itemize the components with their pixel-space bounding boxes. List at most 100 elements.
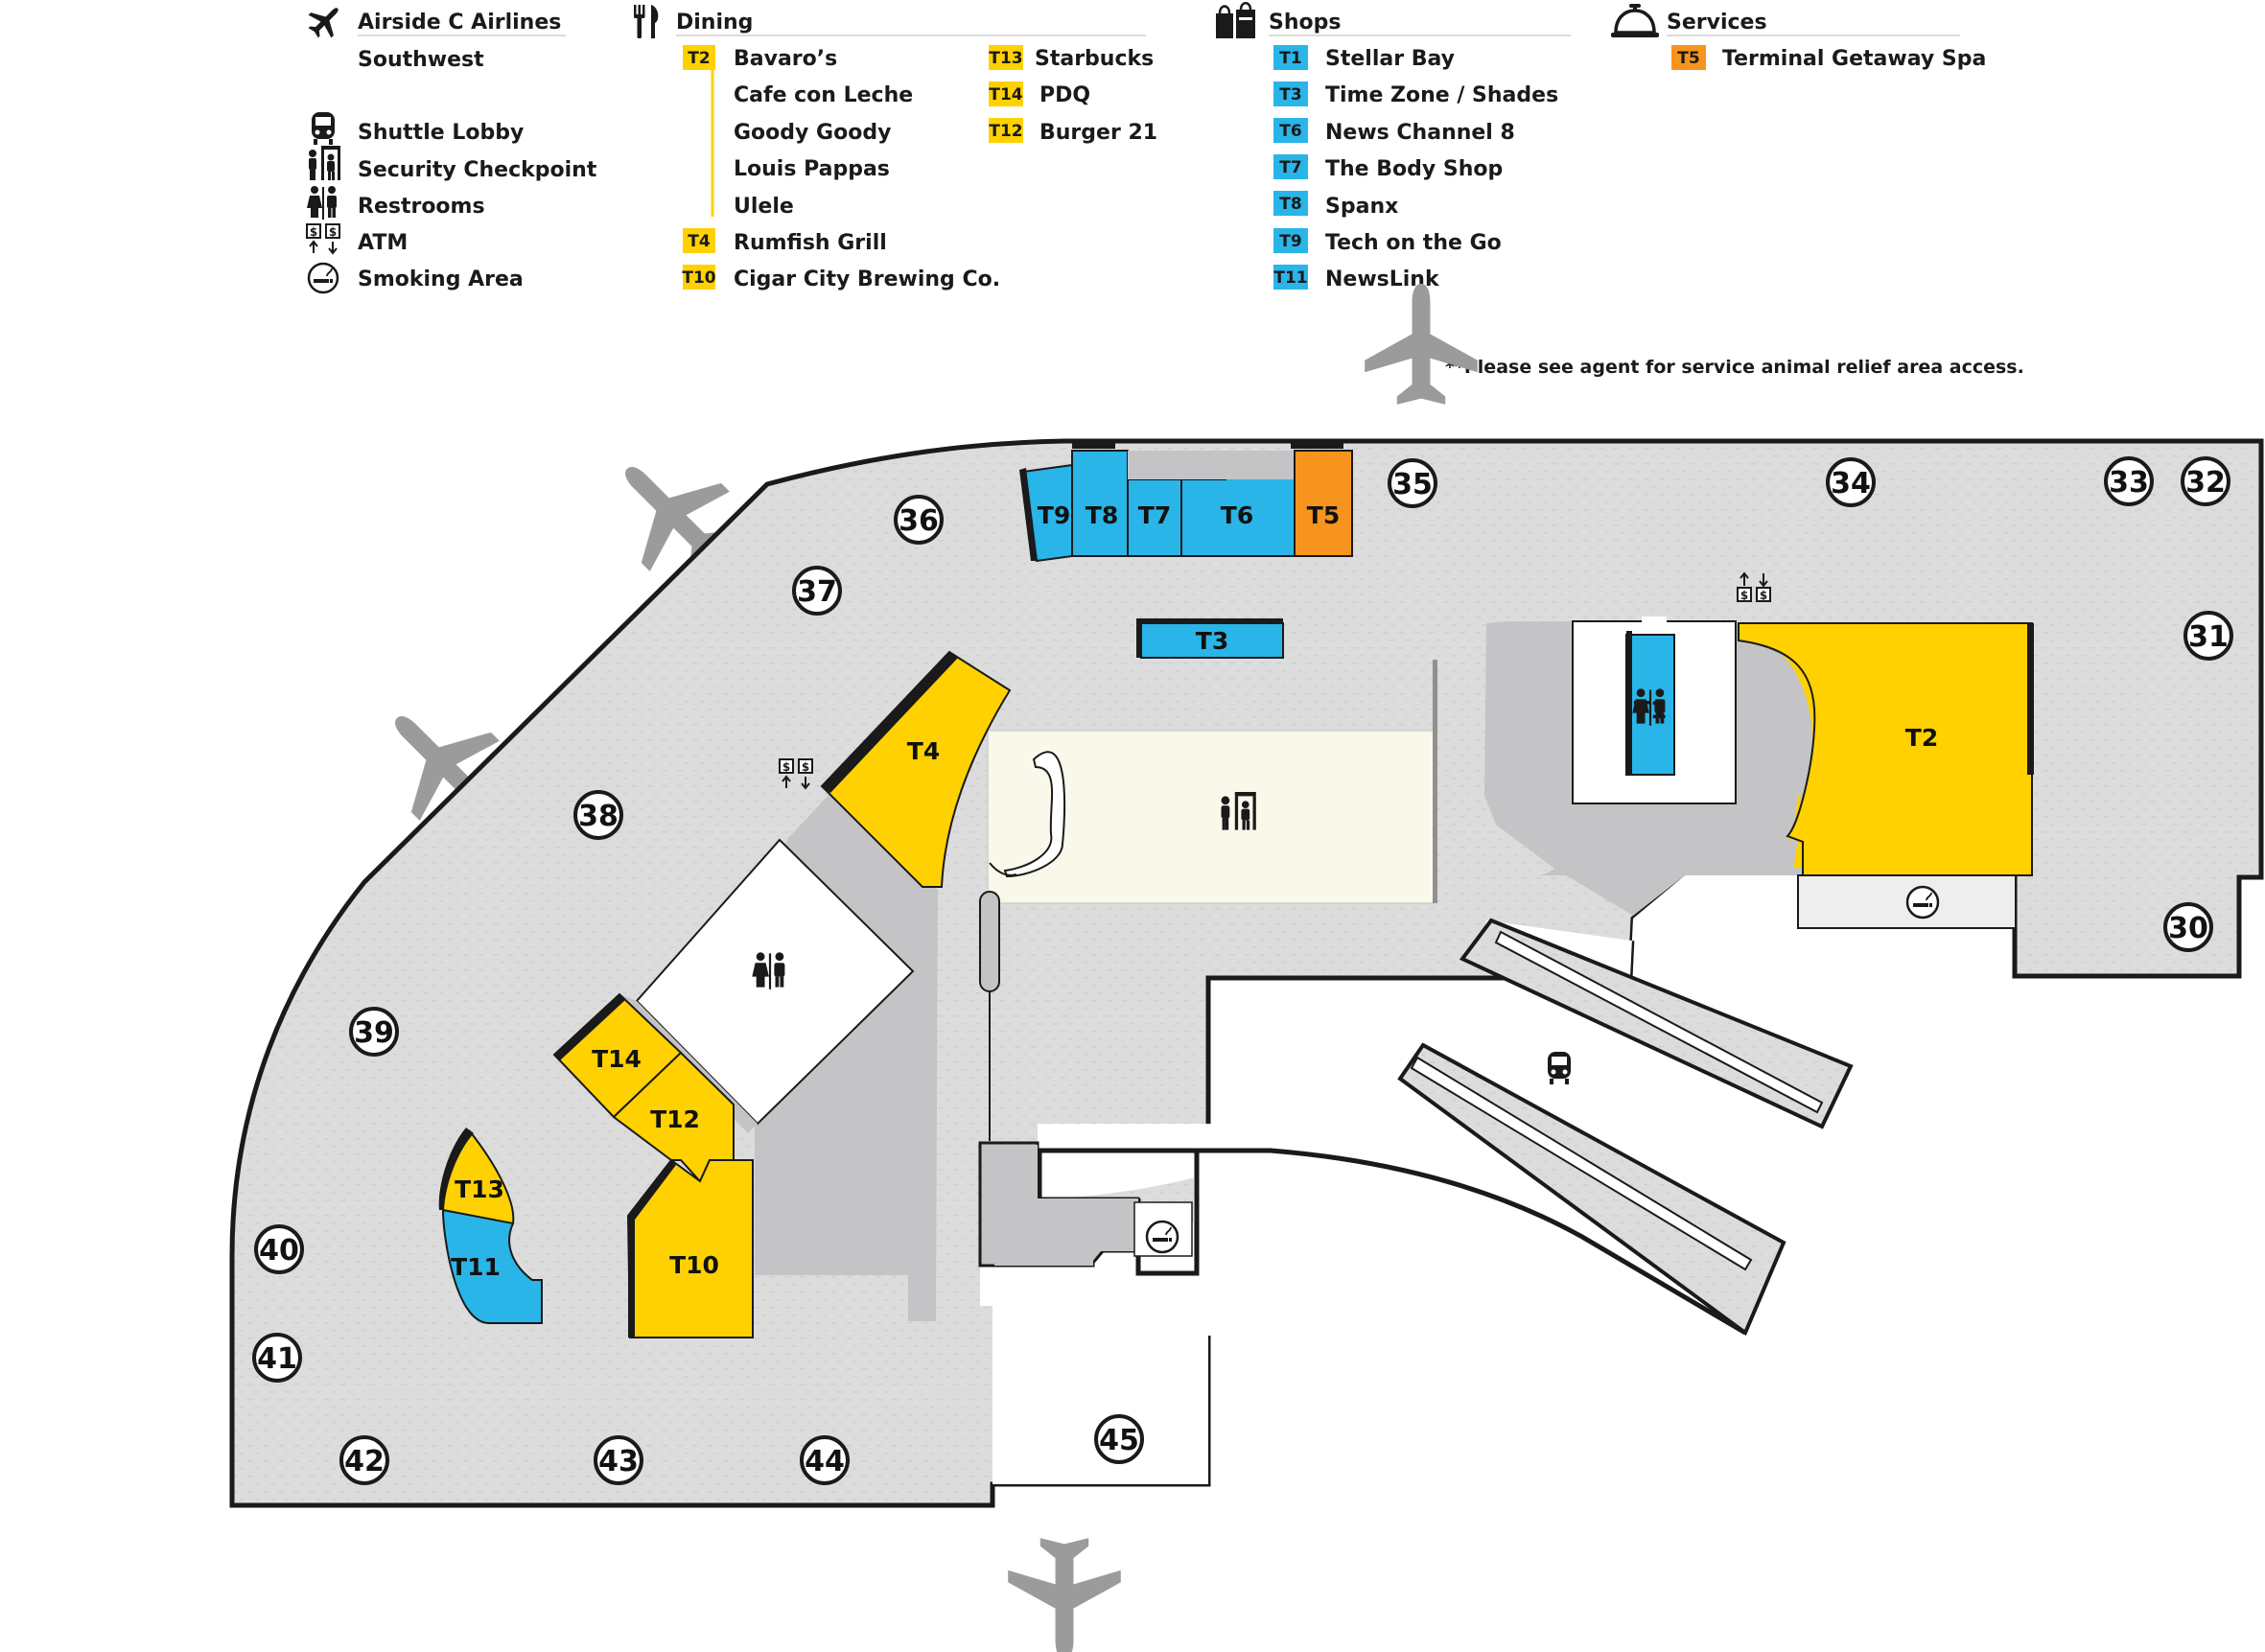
gate-label: 34: [1831, 467, 1871, 500]
service-badge-t5: [1671, 45, 1706, 70]
unit-label-t10: T10: [669, 1251, 719, 1279]
svg-text:$: $: [1740, 589, 1748, 602]
atm-icon: $ $: [1737, 571, 1771, 602]
legend-restrooms-label: Restrooms: [358, 195, 485, 219]
legend-atm-label: ATM: [358, 231, 408, 255]
gate-label: 35: [1392, 468, 1433, 501]
shop-badge-code: T1: [1279, 49, 1301, 68]
unit-label-t13: T13: [455, 1175, 504, 1203]
unit-label-t12: T12: [650, 1105, 700, 1133]
security-checkpoint-icon: [1221, 792, 1256, 830]
shop-badge-code: T7: [1279, 158, 1301, 177]
gate-label: 43: [598, 1445, 639, 1478]
svg-text:$: $: [782, 760, 790, 774]
gate-label: 45: [1099, 1424, 1139, 1457]
unit-label-t9: T9: [1038, 501, 1070, 529]
dining-badge-t2-code: T2: [688, 49, 710, 68]
security-checkpoint-icon: [309, 146, 340, 180]
legend-shops: Shops T1 Stellar Bay T3 Time Zone / Shad…: [1216, 2, 1571, 291]
dining-badge-t12-code: T12: [989, 122, 1022, 141]
legend-security-label: Security Checkpoint: [358, 158, 597, 182]
fork-knife-icon: [634, 5, 659, 38]
shop-item: Stellar Bay: [1325, 47, 1455, 71]
dining-badge-t14: [989, 81, 1023, 106]
atm-icon: $ $: [779, 758, 813, 790]
unit-label-t8: T8: [1086, 501, 1118, 529]
shop-badge-t11: [1273, 265, 1308, 290]
legend-airlines-heading: Airside C Airlines: [358, 11, 561, 35]
dining-item: Rumfish Grill: [734, 231, 887, 255]
gate-label: 38: [578, 800, 619, 833]
gate-circle: [2163, 902, 2213, 952]
gate-label: 42: [344, 1445, 385, 1478]
dining-badge-t4-code: T4: [688, 232, 711, 251]
restroom-icon: [752, 952, 785, 989]
dining-item: Cigar City Brewing Co.: [734, 268, 1000, 291]
svg-text:$: $: [310, 225, 317, 239]
gate-label: 40: [259, 1234, 299, 1268]
shop-units: [441, 441, 1675, 1324]
legend-airline-southwest: Southwest: [358, 48, 484, 72]
dining-badge-t14-code: T14: [989, 85, 1022, 105]
gate-33: 33: [2104, 456, 2154, 506]
gate-label: 36: [899, 504, 939, 538]
gate-32: 32: [2181, 456, 2230, 506]
gate-circle: [792, 566, 842, 616]
smoking-area-icon: [307, 262, 339, 294]
dining-item: Cafe con Leche: [734, 83, 913, 107]
dining-item: Starbucks: [1035, 47, 1154, 71]
legend-dining: Dining T2 Bavaro’s Cafe con Leche Goody …: [634, 5, 1157, 291]
gate-36: 36: [894, 495, 944, 545]
gate-38: 38: [573, 790, 623, 840]
terminal-floor: [229, 438, 2264, 1508]
dining-item: Ulele: [734, 195, 794, 219]
gate-circle: [339, 1435, 389, 1485]
shop-badge-code: T9: [1279, 232, 1301, 251]
dining-item: Louis Pappas: [734, 157, 890, 181]
svg-text:$: $: [1760, 589, 1767, 602]
dining-badge-t4: [683, 228, 715, 253]
gate-35: 35: [1388, 458, 1437, 508]
pier-lower: [1397, 1042, 1786, 1337]
legend-dining-heading: Dining: [676, 11, 753, 35]
unit-label-t6: T6: [1221, 501, 1253, 529]
gate-40: 40: [254, 1224, 304, 1274]
legend-smoking-label: Smoking Area: [358, 268, 524, 291]
unit-label-t14: T14: [592, 1045, 642, 1073]
shop-badge-code: T6: [1279, 122, 1301, 141]
service-item: Terminal Getaway Spa: [1722, 47, 1986, 71]
smoking-area-icon: [1905, 885, 1940, 919]
service-badge-code: T5: [1677, 49, 1699, 68]
svg-text:$: $: [329, 225, 337, 239]
gate-label: 30: [2168, 912, 2208, 945]
gate-circle: [894, 495, 944, 545]
restroom-icon: [307, 186, 337, 220]
service-animal-note: **Please see agent for service animal re…: [1445, 357, 2024, 378]
gate-39: 39: [349, 1007, 399, 1057]
dining-badge-t13: [989, 45, 1023, 70]
unit-t5: [1294, 450, 1353, 557]
gate-circle: [1094, 1414, 1144, 1464]
gate-circle: [573, 790, 623, 840]
gate-circle: [2104, 456, 2154, 506]
gate-label: 37: [797, 575, 837, 609]
unit-t11: [441, 1204, 543, 1324]
gate-label: 44: [805, 1445, 845, 1478]
gate-34: 34: [1826, 457, 1876, 507]
shop-item: Time Zone / Shades: [1325, 83, 1558, 107]
unit-label-t5: T5: [1307, 501, 1340, 529]
gate-circle: [254, 1224, 304, 1274]
gate-circle: [2181, 456, 2230, 506]
unit-label-t4: T4: [907, 737, 940, 765]
pier-upper: [1459, 918, 1854, 1129]
atm-icon: $ $: [306, 223, 340, 255]
dining-badge-t13-code: T13: [989, 49, 1022, 68]
gate-label: 33: [2109, 466, 2149, 500]
gate-circle: [800, 1435, 850, 1485]
dining-item: Burger 21: [1039, 121, 1157, 145]
unit-label-t2: T2: [1905, 724, 1938, 752]
gate-circle: [1388, 458, 1437, 508]
shop-item: Spanx: [1325, 195, 1398, 219]
unit-label-t7: T7: [1138, 501, 1171, 529]
